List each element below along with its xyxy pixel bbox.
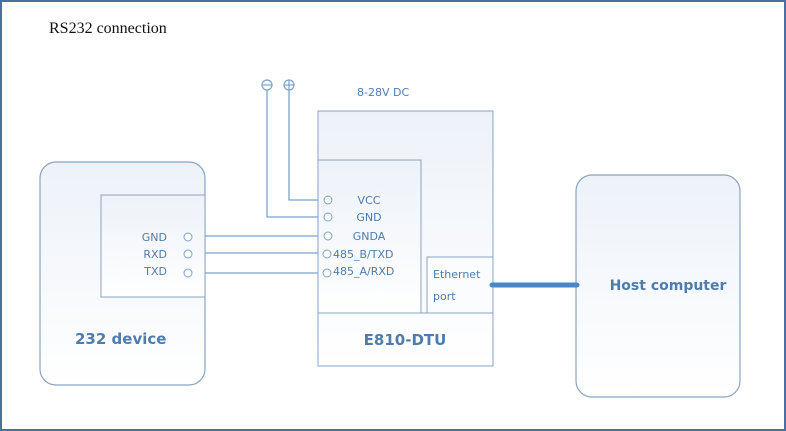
pin-label: GND: [142, 231, 167, 244]
dtu-pin: 485_B/TXD: [322, 248, 393, 261]
power-positive-wire: [288, 90, 318, 201]
device-232-port-box: [100, 194, 206, 298]
power-negative-wire: [266, 90, 318, 218]
device-232-pin: TXD: [143, 265, 193, 278]
power-label: 8-28V DC: [357, 86, 409, 99]
dtu-name: E810-DTU: [364, 331, 447, 349]
device-232-pin: RXD: [143, 248, 193, 261]
pin-circle: [322, 268, 332, 278]
dtu-pin: GNDA: [323, 230, 386, 243]
diagram-title: RS232 connection: [49, 20, 167, 37]
device-232-pin: GND: [142, 231, 193, 244]
dtu-pin: VCC: [323, 194, 381, 207]
ethernet-label-line1: Ethernet: [433, 268, 481, 281]
pin-label: 485_A/RXD: [333, 265, 394, 278]
device-232-name: 232 device: [75, 330, 166, 348]
pin-circle: [183, 232, 193, 242]
pin-circle: [183, 249, 193, 259]
pin-circle: [183, 268, 193, 278]
pin-label: TXD: [143, 265, 167, 278]
host-name: Host computer: [610, 278, 727, 294]
minus-terminal-icon: [261, 79, 273, 91]
pin-circle: [323, 212, 333, 222]
dtu-pin: 485_A/RXD: [322, 265, 394, 278]
pin-label: RXD: [143, 248, 167, 261]
ethernet-label-line2: port: [433, 290, 456, 303]
dtu-pin: GND: [323, 211, 382, 224]
pin-circle: [323, 231, 333, 241]
pin-label: VCC: [358, 194, 381, 207]
pin-circle: [323, 195, 333, 205]
pin-label: GNDA: [353, 230, 386, 243]
dtu-ethernet-box: [426, 256, 494, 314]
pin-label: GND: [356, 211, 381, 224]
pin-label: 485_B/TXD: [333, 248, 393, 261]
plus-terminal-icon: [283, 79, 295, 91]
pin-circle: [322, 249, 332, 259]
